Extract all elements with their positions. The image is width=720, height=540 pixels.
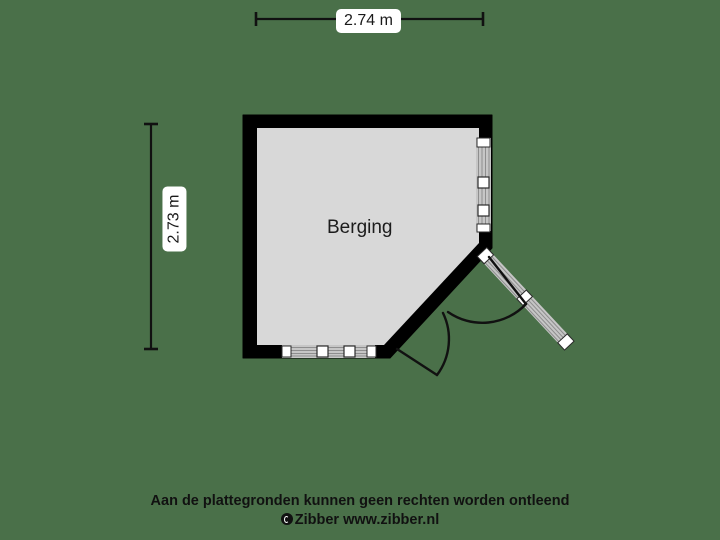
dimension-line-vertical	[144, 122, 158, 351]
door-swing-lower	[395, 311, 451, 377]
window-right-wall	[476, 137, 491, 233]
room-floor-berging	[257, 128, 479, 345]
room-label-berging: Berging	[327, 217, 393, 238]
door-swing-upper	[446, 255, 528, 325]
footer-copyright-text: Zibber www.zibber.nl	[294, 512, 440, 528]
double-door-diagonal	[395, 246, 575, 377]
copyright-icon	[280, 513, 293, 525]
footer-disclaimer-text: Aan de plattegronden kunnen geen rechten…	[150, 493, 570, 509]
dimension-label-vertical: 2.73 m	[162, 186, 187, 252]
dimension-label-horizontal: 2.74 m	[336, 9, 401, 33]
window-bottom-wall	[281, 345, 377, 358]
footer-copyright-line: Zibber www.zibber.nl	[0, 511, 720, 530]
footer-disclaimer-block: Aan de plattegronden kunnen geen rechten…	[0, 492, 720, 530]
